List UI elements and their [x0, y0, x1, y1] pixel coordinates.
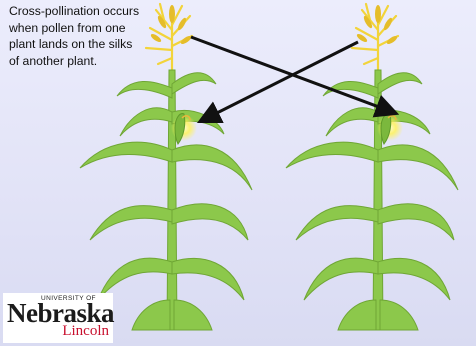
university-logo: UNIVERSITY OF Nebraska Lincoln	[3, 293, 113, 343]
pollen-arrow-right-to-left	[201, 42, 358, 121]
caption-line: when pollen from one	[9, 20, 179, 37]
logo-sub-word: Lincoln	[62, 323, 109, 340]
caption-line: of another plant.	[9, 53, 179, 70]
corn-plant-right	[286, 4, 458, 330]
caption-line: Cross-pollination occurs	[9, 3, 179, 20]
caption-text: Cross-pollination occurs when pollen fro…	[9, 3, 179, 69]
caption-line: plant lands on the silks	[9, 36, 179, 53]
